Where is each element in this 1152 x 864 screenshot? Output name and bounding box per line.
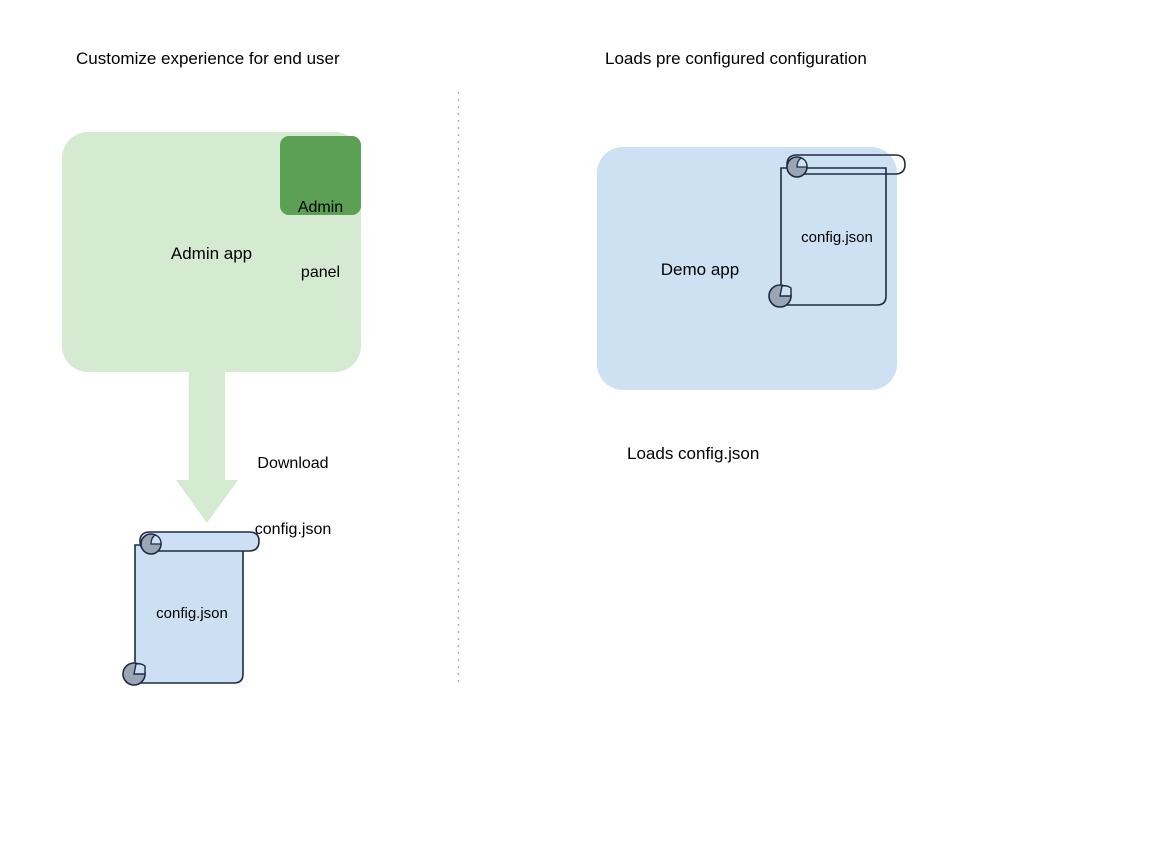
download-arrow-label-line1: Download (257, 455, 329, 473)
document-label-left: config.json (156, 605, 228, 622)
left-panel-title: Customize experience for end user (76, 49, 340, 68)
right-panel-caption: Loads config.json (627, 444, 760, 463)
document-roll-top (786, 154, 906, 175)
document-roll-top (139, 531, 260, 552)
document-curl-top-notch (796, 157, 808, 168)
document-label-right: config.json (801, 229, 873, 246)
demo-app-label: Demo app (660, 260, 740, 279)
document-body (134, 544, 244, 684)
document-curl-top-notch (150, 534, 162, 545)
download-arrow-label: Download config.json (233, 409, 353, 564)
right-panel-title: Loads pre configured configuration (605, 49, 867, 68)
admin-app-label: Admin app (170, 244, 253, 263)
admin-panel-badge-label: Admin panel (280, 154, 361, 305)
download-arrow (176, 360, 238, 523)
document-config-json-left (122, 531, 260, 686)
demo-app-box (597, 147, 897, 390)
download-arrow-label-line2: config.json (254, 521, 332, 539)
admin-panel-badge-line2: panel (300, 263, 341, 281)
document-curl-bottom-notch (133, 663, 146, 675)
document-body (780, 167, 887, 306)
admin-panel-badge[interactable] (280, 136, 361, 215)
document-config-json-right (768, 154, 906, 308)
document-curl-bottom-notch (779, 285, 792, 297)
admin-panel-badge-line1: Admin (297, 199, 344, 217)
